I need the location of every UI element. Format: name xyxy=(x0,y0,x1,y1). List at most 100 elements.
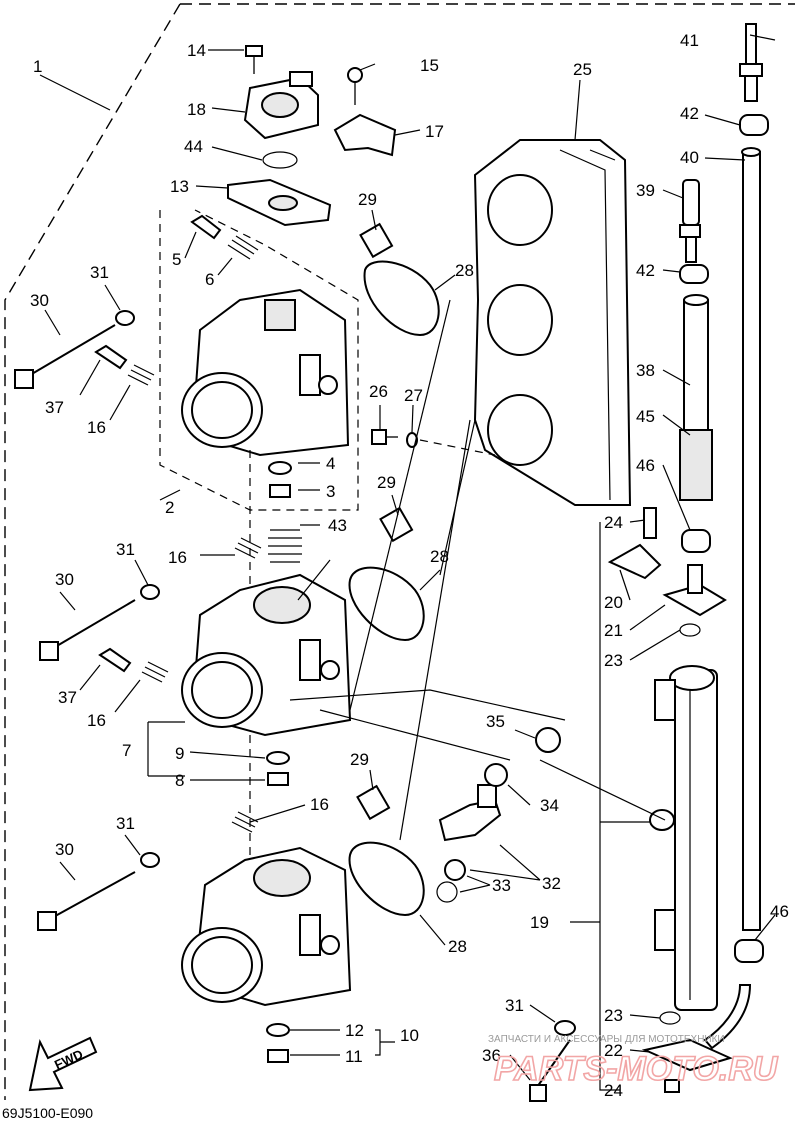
throttle-sensor xyxy=(243,71,319,140)
label-26: 26 xyxy=(369,382,388,401)
clamp-42-top xyxy=(739,114,769,136)
label-1: 1 xyxy=(33,57,42,76)
label-29c: 29 xyxy=(350,750,369,769)
label-24b: 24 xyxy=(604,1081,623,1100)
label-38: 38 xyxy=(636,361,655,380)
label-29b: 29 xyxy=(377,473,396,492)
grommet-34 xyxy=(484,763,508,787)
label-16a: 16 xyxy=(87,418,106,437)
bolt-26-washer-27 xyxy=(371,429,418,448)
gasket-28-mid xyxy=(348,566,425,642)
throttle-subassembly-box xyxy=(159,209,359,511)
gasket-28-bottom xyxy=(348,841,425,917)
label-34: 34 xyxy=(540,796,559,815)
label-8: 8 xyxy=(175,771,184,790)
fwd-arrow: FWD xyxy=(28,1036,98,1092)
label-39: 39 xyxy=(636,181,655,200)
bolts-middle-row xyxy=(39,537,262,683)
label-43: 43 xyxy=(328,516,347,535)
label-14: 14 xyxy=(187,41,206,60)
fitting-39 xyxy=(679,179,701,263)
label-42b: 42 xyxy=(636,261,655,280)
label-15: 15 xyxy=(420,56,439,75)
bolts-bottom-row xyxy=(37,811,259,931)
assembly-boundary xyxy=(4,3,795,1100)
label-7: 7 xyxy=(122,741,131,760)
label-16c: 16 xyxy=(87,711,106,730)
label-6: 6 xyxy=(205,270,214,289)
label-40: 40 xyxy=(680,148,699,167)
throttle-body-bottom xyxy=(181,846,352,1007)
label-31b: 31 xyxy=(116,540,135,559)
label-37a: 37 xyxy=(45,398,64,417)
screw-14 xyxy=(245,45,263,74)
label-5: 5 xyxy=(172,250,181,269)
label-37b: 37 xyxy=(58,688,77,707)
label-21: 21 xyxy=(604,621,623,640)
seal-33 xyxy=(436,859,466,903)
label-30c: 30 xyxy=(55,840,74,859)
washer-4-nut-3 xyxy=(268,461,292,498)
gasket-44 xyxy=(262,151,298,169)
clamp-46-top xyxy=(681,529,711,553)
label-36: 36 xyxy=(482,1046,501,1065)
bolt-36-washer-31 xyxy=(529,1020,576,1102)
fwd-label: FWD xyxy=(52,1046,85,1072)
label-31d: 31 xyxy=(505,996,524,1015)
diagram-code: 69J5100-E090 xyxy=(2,1105,93,1121)
label-22: 22 xyxy=(604,1041,623,1060)
label-3: 3 xyxy=(326,482,335,501)
plate-13 xyxy=(227,178,332,227)
label-2: 2 xyxy=(165,498,174,517)
throttle-body-middle xyxy=(181,573,352,737)
label-44: 44 xyxy=(184,137,203,156)
collar-29-bottom xyxy=(356,784,391,821)
spring-43 xyxy=(268,529,302,563)
bolts-top-row xyxy=(14,310,155,389)
joint-21 xyxy=(662,564,727,617)
fuel-hose-40 xyxy=(703,147,761,1050)
label-19: 19 xyxy=(530,913,549,932)
watermark: ЗАПЧАСТИ И АКСЕССУАРЫ ДЛЯ МОТОТЕХНИКИ PA… xyxy=(488,1034,780,1089)
screw-5-spring-6 xyxy=(190,214,259,260)
watermark-brand: PARTS-MOTO.RU xyxy=(494,1050,779,1088)
throttle-body-top xyxy=(181,288,350,457)
label-45: 45 xyxy=(636,407,655,426)
part-labels: 1 2 3 4 5 6 7 8 9 10 11 12 13 14 15 16 1… xyxy=(30,31,789,1100)
gasket-28-top xyxy=(363,260,440,337)
clamp-42-mid xyxy=(679,264,709,284)
washer-9-nut-8 xyxy=(266,751,290,786)
label-28a: 28 xyxy=(455,261,474,280)
collar-29-mid xyxy=(379,506,414,543)
washer-12-nut-11 xyxy=(266,1023,290,1063)
label-28c: 28 xyxy=(448,937,467,956)
fitting-41 xyxy=(739,23,763,102)
label-12: 12 xyxy=(345,1021,364,1040)
label-29a: 29 xyxy=(358,190,377,209)
label-18: 18 xyxy=(187,100,206,119)
label-4: 4 xyxy=(326,454,335,473)
label-11: 11 xyxy=(345,1047,363,1066)
label-27: 27 xyxy=(404,386,423,405)
label-33a: 33 xyxy=(492,876,511,895)
label-17: 17 xyxy=(425,122,444,141)
label-13: 13 xyxy=(170,177,189,196)
fuel-rail xyxy=(649,665,718,1011)
label-31a: 31 xyxy=(90,263,109,282)
label-24a: 24 xyxy=(604,513,623,532)
label-31c: 31 xyxy=(116,814,135,833)
label-32: 32 xyxy=(542,874,561,893)
label-42a: 42 xyxy=(680,104,699,123)
label-16d: 16 xyxy=(310,795,329,814)
label-10: 10 xyxy=(400,1026,419,1045)
label-28b: 28 xyxy=(430,547,449,566)
bracket-20 xyxy=(607,507,662,580)
injector-32 xyxy=(438,784,502,842)
label-46a: 46 xyxy=(636,456,655,475)
label-35: 35 xyxy=(486,712,505,731)
intake-manifold xyxy=(473,139,632,506)
label-23b: 23 xyxy=(604,1006,623,1025)
sleeve-45 xyxy=(679,429,713,501)
label-9: 9 xyxy=(175,744,184,763)
reference-lines xyxy=(39,34,776,1091)
